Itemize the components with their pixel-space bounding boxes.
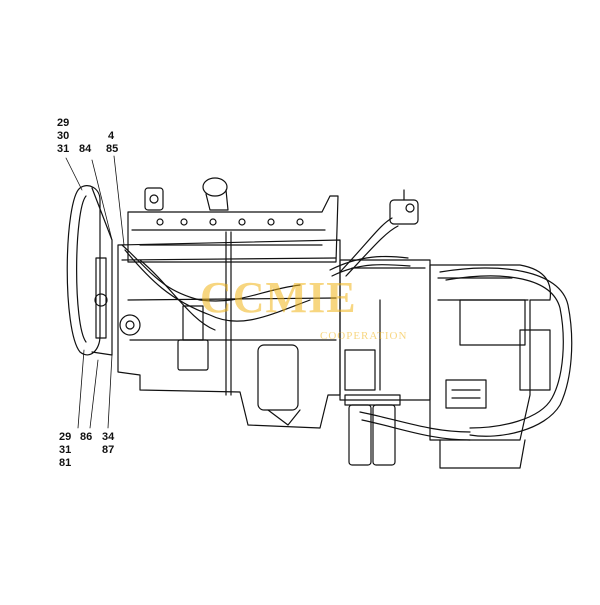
fan-blade <box>66 185 101 356</box>
callout-31-top: 31 <box>57 143 70 155</box>
crank-pulley <box>119 314 141 336</box>
oil-filter <box>257 344 301 426</box>
callout-81-bottom: 81 <box>59 457 72 469</box>
callout-29-top: 29 <box>57 117 70 129</box>
exhaust-outlet <box>202 177 229 211</box>
dipstick-tube <box>225 231 232 396</box>
engine-block <box>117 239 341 429</box>
callout-29-bottom: 29 <box>59 431 72 443</box>
fan-shroud <box>91 187 113 356</box>
transmission-lower-case <box>439 439 526 469</box>
transmission-body <box>429 264 552 441</box>
callout-84-top: 84 <box>79 143 92 155</box>
callout-86-bottom: 86 <box>80 431 93 443</box>
fuel-filter <box>177 305 209 371</box>
valve-cover <box>127 187 339 263</box>
callout-30-top: 30 <box>57 130 70 142</box>
callout-85-top: 85 <box>106 143 119 155</box>
callout-4-top: 4 <box>108 130 115 142</box>
leader-lines <box>65 155 125 429</box>
callout-87-bottom: 87 <box>102 444 115 456</box>
watermark-subtitle: COOPERATION <box>320 330 408 342</box>
watermark-brand: CCMIE <box>200 273 357 322</box>
filter-canisters <box>344 394 401 466</box>
callout-31-bottom: 31 <box>59 444 72 456</box>
air-pipe <box>339 189 419 277</box>
callout-34-bottom: 34 <box>102 431 115 443</box>
wiring-harness <box>121 244 411 331</box>
transmission-hose <box>359 267 573 441</box>
